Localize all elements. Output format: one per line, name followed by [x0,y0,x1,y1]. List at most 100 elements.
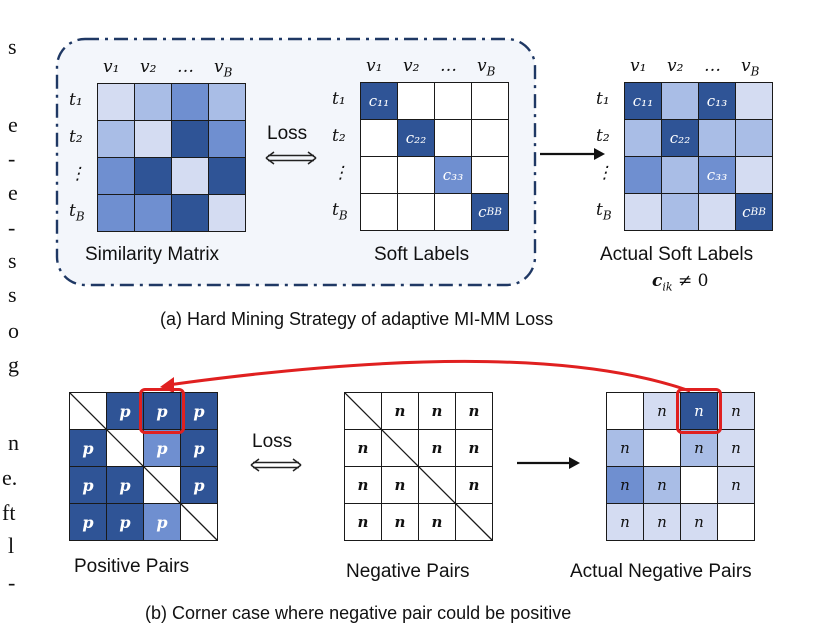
left-text-fragment: s [8,282,17,307]
matrix-cell [471,119,509,157]
matrix-cell: c₃₃ [434,156,472,194]
matrix-cell: n [344,503,382,541]
left-text-fragment: s [8,34,17,59]
matrix-cell [624,193,662,231]
matrix-cell [171,120,209,158]
soft-labels-label: Soft Labels [374,244,470,265]
matrix-cell [208,157,246,195]
negative-pairs-label: Negative Pairs [346,561,470,582]
cell-label: n [731,402,741,420]
matrix-cell: c₂₂ [397,119,435,157]
matrix-cell [698,119,736,157]
matrix-cell: n [643,466,681,504]
cell-label: n [394,402,406,420]
cell-label: p [82,512,94,532]
matrix-cell [434,119,472,157]
loss-label-a: Loss [267,123,308,144]
double-arrow-b-icon [250,458,302,472]
matrix-cell [360,119,398,157]
cik-note: cik ≠ 0 [652,271,709,294]
matrix-cell [397,82,435,120]
col-header: v₁ [103,57,120,77]
left-text-fragment: g [8,352,19,377]
matrix-cell: n [418,429,456,467]
col-header: … [177,57,194,77]
positive-pairs-label: Positive Pairs [74,556,190,577]
matrix-cell [171,194,209,232]
cell-label: c₁₁ [632,92,654,110]
cell-label: n [357,476,369,494]
cell-label: n [468,439,480,457]
matrix-cell [397,156,435,194]
cell-label: c₂₂ [669,129,691,147]
similarity-matrix [97,83,246,232]
matrix-cell [97,120,135,158]
row-header: t₁ [69,90,83,110]
left-text-fragment: e. [2,465,18,490]
matrix-cell [69,392,107,430]
matrix-cell: n [606,429,644,467]
left-text-fragment: o [8,318,19,343]
caption-b: (b) Corner case where negative pair coul… [145,603,572,623]
matrix-cell: n [381,503,419,541]
matrix-cell: n [381,466,419,504]
matrix-cell [134,120,172,158]
matrix-cell [680,466,718,504]
right-arrow-b-icon [517,457,580,469]
matrix-cell [735,156,773,194]
row-header: ⋮ [332,163,349,183]
matrix-cell: p [69,429,107,467]
matrix-cell: n [606,466,644,504]
left-text-fragment: - [8,146,16,171]
matrix-cell: p [106,503,144,541]
left-text-fragment: e [8,112,18,137]
matrix-cell [360,193,398,231]
matrix-cell [735,82,773,120]
matrix-cell [344,392,382,430]
matrix-cell [455,503,493,541]
matrix-cell: p [69,466,107,504]
col-header: v₁ [366,56,383,76]
row-header: t₁ [596,89,610,109]
col-header: v₂ [667,56,684,76]
matrix-cell: c₃₃ [698,156,736,194]
cell-label: c₂₂ [405,129,427,147]
matrix-cell [735,119,773,157]
matrix-cell: n [680,429,718,467]
actual-soft-labels-label: Actual Soft Labels [600,244,754,265]
matrix-cell [171,157,209,195]
matrix-cell [624,156,662,194]
cell-label: n [431,439,443,457]
col-header: v₂ [140,57,157,77]
cell-label: n [431,513,443,531]
cell-label: n [694,513,704,531]
matrix-cell: p [180,429,218,467]
row-header: tB [596,200,612,223]
matrix-cell [97,157,135,195]
matrix-cell: p [106,466,144,504]
matrix-cell [97,83,135,121]
matrix-cell: n [344,429,382,467]
row-header: t₂ [332,126,346,146]
matrix-cell [360,156,398,194]
row-header: t₁ [332,89,346,109]
matrix-cell: c₁₃ [698,82,736,120]
cell-label: n [468,476,480,494]
col-header: vB [477,56,496,79]
left-text-fragment: e [8,180,18,205]
matrix-cell [134,157,172,195]
matrix-cell: n [717,429,755,467]
cell-label: n [394,476,406,494]
col-header: vB [741,56,760,79]
col-header: v₂ [403,56,420,76]
cell-label: n [394,513,406,531]
row-header: t₂ [69,127,83,147]
matrix-cell: n [717,392,755,430]
cell-label: n [357,439,369,457]
matrix-cell [143,466,181,504]
row-header: ⋮ [69,164,86,184]
cell-label: p [119,401,131,421]
